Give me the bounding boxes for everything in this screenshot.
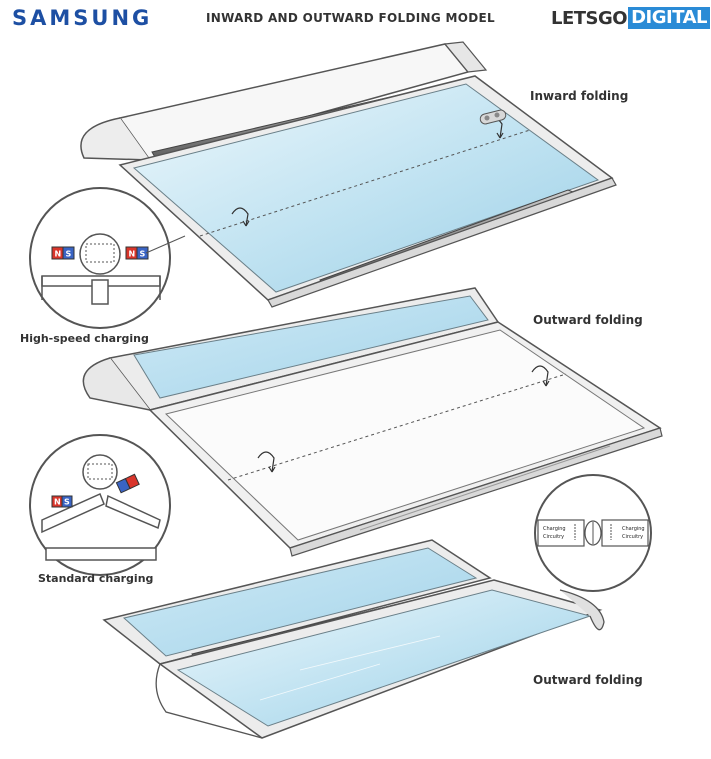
device1-fold-arrow-left-icon xyxy=(231,207,249,227)
device2-rear-screen xyxy=(133,295,489,399)
callout-charging-circuitry: Charging Circuitry Charging Circuitry xyxy=(534,474,652,592)
device1-screen xyxy=(132,83,600,293)
letsgodigital-logo: LETSGO DIGITAL xyxy=(551,7,710,29)
page-title: INWARD AND OUTWARD FOLDING MODEL xyxy=(206,11,495,25)
svg-text:Charging: Charging xyxy=(622,526,645,532)
callout-standard-charging: N S xyxy=(29,434,171,576)
device-inward-folding xyxy=(80,41,617,308)
device-outward-folding-open xyxy=(82,287,663,557)
magnet-left-icon: N S xyxy=(51,246,75,260)
magnet-standard-icon: N S xyxy=(51,495,73,508)
svg-text:N: N xyxy=(54,498,61,507)
svg-text:N: N xyxy=(129,250,136,259)
svg-text:N: N xyxy=(55,250,62,259)
device-outward-folding-folded xyxy=(102,539,605,739)
magnet-right-icon: N S xyxy=(125,246,149,260)
device3-top-screen xyxy=(122,547,478,657)
callout-high-speed-charging: N S N S xyxy=(29,187,186,329)
svg-text:Circuitry: Circuitry xyxy=(543,534,564,540)
magnet-tilted-icon xyxy=(115,473,140,494)
device1-hinge-curl xyxy=(80,117,151,161)
device2-hinge-curl xyxy=(82,357,151,411)
samsung-logo: SAMSUNG xyxy=(12,6,153,30)
letsgo-logo-text: LETSGO xyxy=(551,7,628,29)
device1-top-edge xyxy=(443,41,488,73)
device2-front-panel xyxy=(164,329,646,541)
label-high-speed-charging: High-speed charging xyxy=(20,332,149,345)
label-outward-folding-folded: Outward folding xyxy=(533,673,643,687)
label-inward-folding: Inward folding xyxy=(530,89,629,103)
svg-text:S: S xyxy=(66,250,72,259)
label-standard-charging: Standard charging xyxy=(38,572,154,585)
svg-text:Circuitry: Circuitry xyxy=(622,534,643,540)
device2-fold-arrow-left-icon xyxy=(257,451,275,473)
digital-logo-badge: DIGITAL xyxy=(628,7,710,29)
svg-text:S: S xyxy=(140,250,146,259)
device2-fold-arrow-right-icon xyxy=(531,365,549,387)
device1-fold-line xyxy=(199,129,531,237)
label-outward-folding-open: Outward folding xyxy=(533,313,643,327)
svg-text:Charging: Charging xyxy=(543,526,566,532)
svg-text:S: S xyxy=(64,498,70,507)
device3-hinge-curl xyxy=(559,589,605,631)
device2-fold-line xyxy=(227,373,567,481)
